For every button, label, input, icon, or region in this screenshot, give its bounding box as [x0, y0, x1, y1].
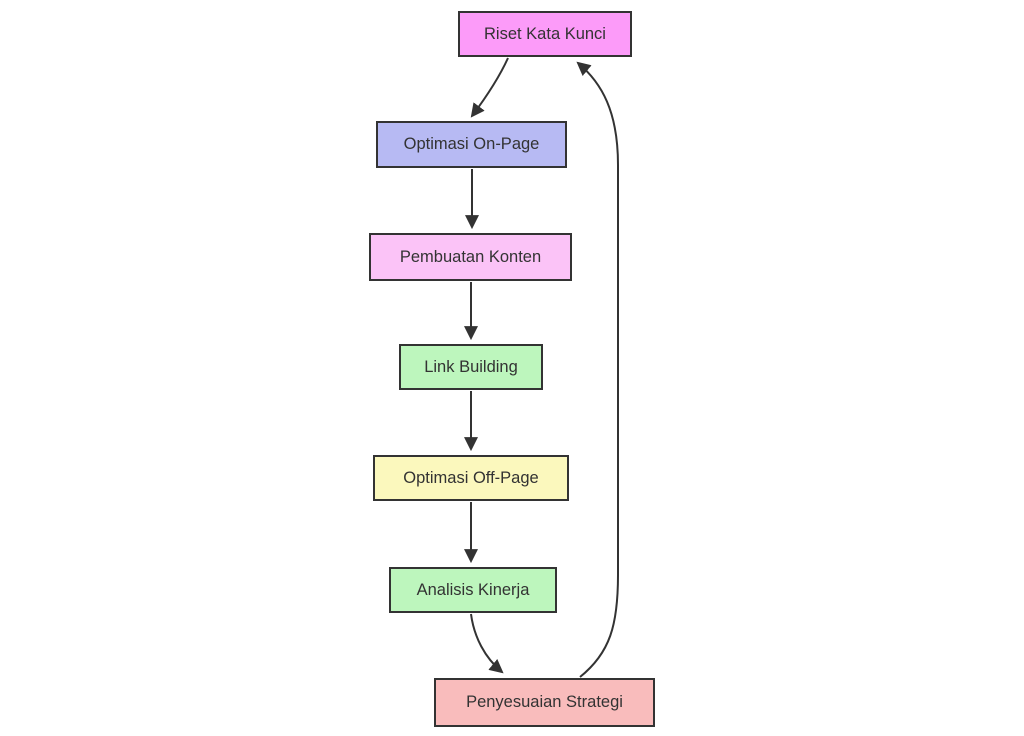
node-pembuatan-konten: Pembuatan Konten: [369, 233, 572, 281]
node-label: Link Building: [424, 357, 518, 376]
node-label: Optimasi On-Page: [403, 135, 540, 154]
node-optimasi-off-page: Optimasi Off-Page: [373, 455, 569, 501]
node-label: Riset Kata Kunci: [484, 24, 606, 43]
node-optimasi-on-page: Optimasi On-Page: [376, 121, 567, 168]
node-label: Pembuatan Konten: [399, 247, 542, 266]
node-link-building: Link Building: [399, 344, 543, 390]
edge-strategi-to-riset-loop: [576, 61, 619, 678]
node-penyesuaian-strategi: Penyesuaian Strategi: [434, 678, 655, 727]
node-analisis-kinerja: Analisis Kinerja: [389, 567, 557, 613]
edge-riset-to-onpage: [470, 57, 509, 118]
node-label: Optimasi Off-Page: [403, 468, 539, 487]
node-label: Penyesuaian Strategi: [466, 693, 623, 712]
node-riset-kata-kunci: Riset Kata Kunci: [458, 11, 632, 57]
edge-analisis-to-strategi: [470, 613, 504, 674]
node-label: Analisis Kinerja: [416, 580, 530, 599]
